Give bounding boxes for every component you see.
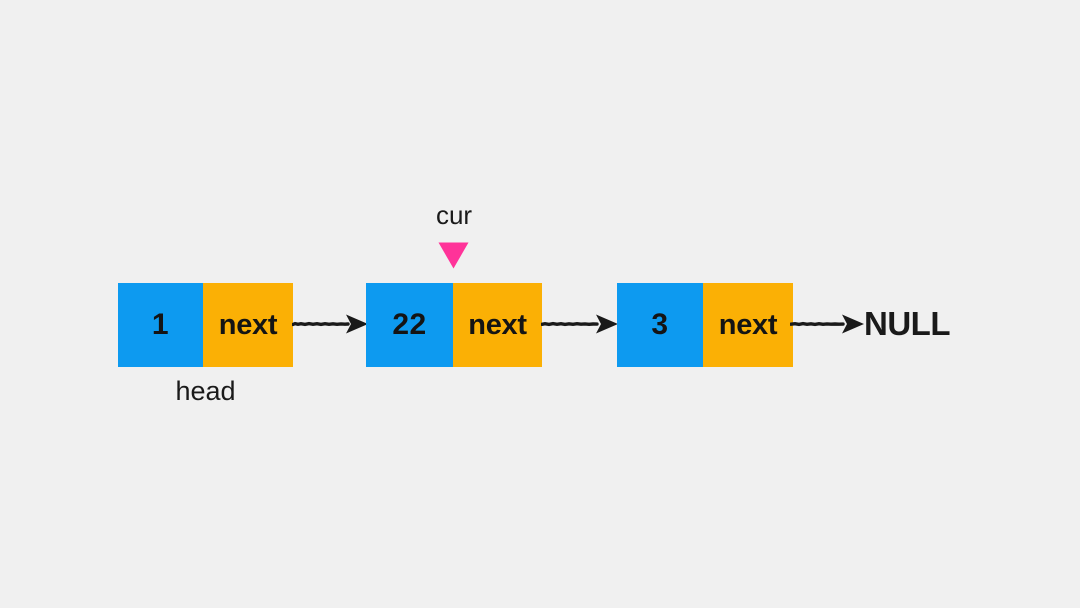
node-3-data-cell: 3 xyxy=(617,283,703,367)
node-3-next-cell: next xyxy=(703,283,793,367)
null-terminator-label: NULL xyxy=(864,305,950,342)
list-node-2[interactable]: 22 next xyxy=(366,283,542,367)
node-2-next-cell: next xyxy=(453,283,542,367)
node-2-data-cell: 22 xyxy=(366,283,453,367)
cur-pointer-label: cur xyxy=(435,200,473,230)
node-1-data-cell: 1 xyxy=(118,283,203,367)
list-node-3[interactable]: 3 next xyxy=(617,283,793,367)
list-node-1[interactable]: 1 next xyxy=(118,283,293,367)
arrow-node3-to-null-icon xyxy=(789,306,866,342)
arrow-node1-to-node2-icon xyxy=(291,306,370,342)
arrow-node2-to-node3-icon xyxy=(540,306,620,342)
head-pointer-label: head xyxy=(175,376,236,406)
cur-pointer-triangle-icon xyxy=(438,242,469,269)
node-1-next-cell: next xyxy=(203,283,293,367)
